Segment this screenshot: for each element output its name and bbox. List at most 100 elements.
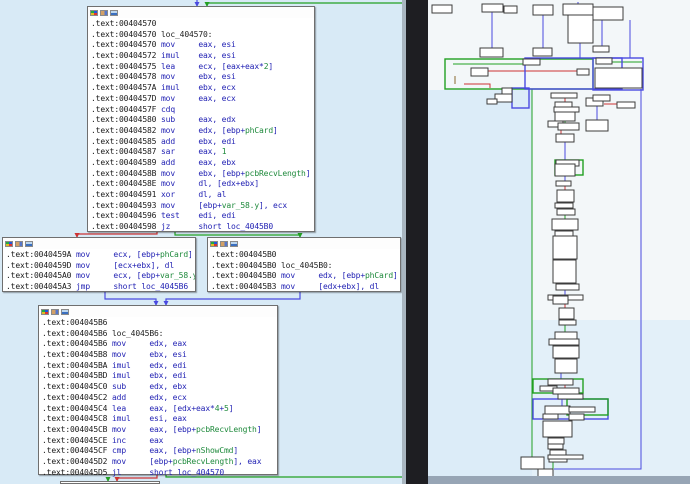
- overview-node: [616, 101, 636, 109]
- asm-line[interactable]: .text:004045D5 jl short loc_404570: [42, 468, 277, 479]
- basic-block-loc_404570[interactable]: .text:00404570.text:00404570 loc_404570:…: [87, 6, 315, 232]
- asm-line[interactable]: .text:004045C8 imul esi, eax: [42, 414, 277, 425]
- asm-line[interactable]: .text:0040458E mov dl, [edx+ebx]: [91, 179, 314, 190]
- asm-token: .text:004045D2: [42, 456, 112, 466]
- group-node-icon[interactable]: [25, 241, 33, 247]
- asm-token: [edx+ebx], dl: [318, 282, 380, 292]
- asm-line[interactable]: .text:004045BD imul ebx, edi: [42, 371, 277, 382]
- asm-line[interactable]: .text:00404570 mov eax, esi: [91, 40, 314, 51]
- asm-token: .text:004045C4: [42, 403, 112, 413]
- palette-icon[interactable]: [210, 241, 218, 247]
- overview-node: [548, 338, 580, 346]
- frame-color-icon[interactable]: [100, 10, 108, 16]
- asm-token: edx, eax: [149, 339, 187, 349]
- asm-line[interactable]: .text:00404570: [91, 19, 314, 30]
- asm-line[interactable]: .text:004045A3 jmp short loc_4045B6: [6, 282, 195, 293]
- asm-token: imul: [112, 371, 150, 381]
- overview-node: [547, 454, 584, 460]
- asm-line[interactable]: .text:00404570 loc_404570:: [91, 30, 314, 41]
- asm-token: .text:004045B8: [42, 350, 112, 360]
- asm-line[interactable]: .text:00404585 add ebx, edi: [91, 137, 314, 148]
- asm-line[interactable]: .text:00404598 jz short loc_4045B0: [91, 222, 314, 233]
- asm-line[interactable]: .text:00404578 mov ebx, esi: [91, 72, 314, 83]
- palette-icon[interactable]: [90, 10, 98, 16]
- asm-token: edx, [ebp+: [198, 125, 246, 135]
- asm-line[interactable]: .text:004045B6 loc_4045B6:: [42, 329, 277, 340]
- overview-node: [544, 405, 571, 415]
- asm-line[interactable]: .text:00404591 xor dl, al: [91, 190, 314, 201]
- block-title-bar[interactable]: [39, 306, 277, 317]
- basic-block-block_40459A[interactable]: .text:0040459A mov ecx, [ebp+phCard].tex…: [2, 237, 196, 292]
- asm-token: .text:004045B6: [42, 328, 112, 338]
- asm-line[interactable]: .text:004045CB mov eax, [ebp+pcbRecvLeng…: [42, 425, 277, 436]
- asm-token: mov: [161, 40, 199, 50]
- overview-node: [556, 189, 575, 203]
- frame-color-icon[interactable]: [51, 309, 59, 315]
- asm-line[interactable]: .text:004045C4 lea eax, [edx+eax*4+5]: [42, 404, 277, 415]
- group-node-icon[interactable]: [61, 309, 69, 315]
- asm-line[interactable]: .text:0040459D mov [ecx+ebx], dl: [6, 261, 195, 272]
- block-title-bar[interactable]: [208, 238, 400, 249]
- panel-splitter[interactable]: [406, 0, 428, 484]
- asm-line[interactable]: .text:004045B6 mov edx, eax: [42, 339, 277, 350]
- asm-line[interactable]: .text:004045C2 add edx, ecx: [42, 393, 277, 404]
- asm-token: short loc_404570: [149, 467, 225, 477]
- asm-line[interactable]: .text:00404582 mov edx, [ebp+phCard]: [91, 126, 314, 137]
- graph-overview-minimap[interactable]: [428, 0, 690, 484]
- asm-line[interactable]: .text:004045CE inc eax: [42, 436, 277, 447]
- asm-line[interactable]: .text:0040457A imul ebx, ecx: [91, 83, 314, 94]
- group-node-icon[interactable]: [230, 241, 238, 247]
- group-node-icon[interactable]: [110, 10, 118, 16]
- asm-line[interactable]: .text:004045B8 mov ebx, esi: [42, 350, 277, 361]
- asm-token: mov: [161, 125, 199, 135]
- asm-line[interactable]: .text:004045A0 mov ecx, [ebp+var_58.y]: [6, 271, 195, 282]
- overview-node: [592, 94, 611, 102]
- asm-token: eax,: [198, 147, 222, 157]
- frame-color-icon[interactable]: [15, 241, 23, 247]
- asm-token: mov: [161, 179, 199, 189]
- block-code: .text:00404570.text:00404570 loc_404570:…: [88, 18, 314, 233]
- asm-line[interactable]: .text:00404587 sar eax, 1: [91, 147, 314, 158]
- asm-line[interactable]: .text:004045B0 loc_4045B0:: [211, 261, 400, 272]
- asm-line[interactable]: .text:00404575 lea ecx, [eax+eax*2]: [91, 62, 314, 73]
- asm-line[interactable]: .text:004045B0 mov edx, [ebp+phCard]: [211, 271, 400, 282]
- palette-icon[interactable]: [5, 241, 13, 247]
- graph-overview-panel[interactable]: [428, 0, 690, 484]
- asm-token: sub: [112, 382, 150, 392]
- asm-line[interactable]: .text:004045CF cmp eax, [ebp+nShowCmd]: [42, 446, 277, 457]
- block-title-bar[interactable]: [88, 7, 314, 18]
- basic-block-loc_4045B0[interactable]: .text:004045B0.text:004045B0 loc_4045B0:…: [207, 237, 401, 292]
- asm-line[interactable]: .text:00404593 mov [ebp+var_58.y], ecx: [91, 201, 314, 212]
- asm-token: .text:00404580: [91, 115, 161, 125]
- asm-token: ]: [305, 168, 311, 178]
- asm-token: inc: [112, 435, 150, 445]
- asm-line[interactable]: .text:004045BA imul edx, edi: [42, 361, 277, 372]
- overview-node: [594, 67, 643, 89]
- asm-line[interactable]: .text:0040457D mov eax, ecx: [91, 94, 314, 105]
- asm-line[interactable]: .text:0040457F cdq: [91, 105, 314, 116]
- asm-line[interactable]: .text:00404589 add eax, ebx: [91, 158, 314, 169]
- overview-node: [554, 358, 578, 374]
- overview-node: [556, 208, 576, 216]
- palette-icon[interactable]: [41, 309, 49, 315]
- overview-node: [554, 111, 576, 122]
- basic-block-loc_4045B6[interactable]: .text:004045B6.text:004045B6 loc_4045B6:…: [38, 305, 278, 477]
- block-title-bar[interactable]: [3, 238, 195, 249]
- asm-line[interactable]: .text:004045B0: [211, 250, 400, 261]
- asm-line[interactable]: .text:00404572 imul eax, esi: [91, 51, 314, 62]
- asm-line[interactable]: .text:004045B6: [42, 318, 277, 329]
- disassembly-graph-panel[interactable]: .text:00404570.text:00404570 loc_404570:…: [0, 0, 406, 484]
- overview-node: [479, 47, 504, 58]
- asm-token: edx, [ebp+: [318, 271, 366, 281]
- asm-token: ]: [256, 424, 262, 434]
- asm-line[interactable]: .text:0040459A mov ecx, [ebp+phCard]: [6, 250, 195, 261]
- overview-node: [568, 406, 596, 413]
- asm-line[interactable]: .text:004045B3 mov [edx+ebx], dl: [211, 282, 400, 293]
- asm-line[interactable]: .text:004045C0 sub edx, ebx: [42, 382, 277, 393]
- frame-color-icon[interactable]: [220, 241, 228, 247]
- asm-line[interactable]: .text:0040458B mov ebx, [ebp+pcbRecvLeng…: [91, 169, 314, 180]
- asm-line[interactable]: .text:00404596 test edi, edi: [91, 211, 314, 222]
- overview-node: [494, 93, 513, 103]
- asm-line[interactable]: .text:004045D2 mov [ebp+pcbRecvLength], …: [42, 457, 277, 468]
- asm-line[interactable]: .text:00404580 sub eax, edx: [91, 115, 314, 126]
